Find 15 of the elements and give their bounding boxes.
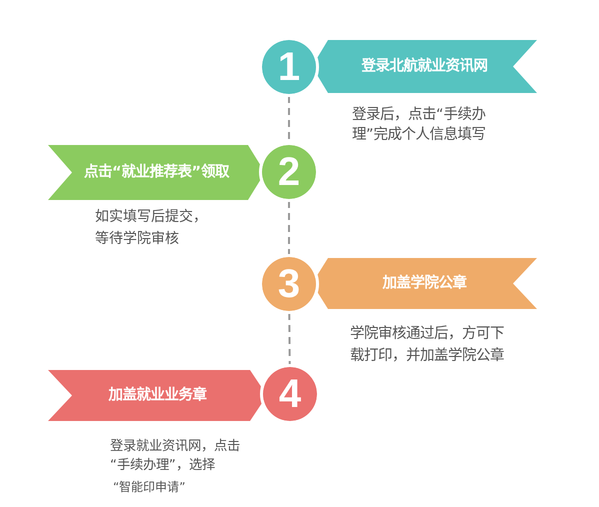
step-number-circle: 1 [259, 37, 319, 97]
banner-title: 登录北航就业资讯网 [362, 58, 488, 76]
step-description: 登录就业资讯网，点击“手续办理”，选择 [110, 438, 241, 475]
step-description: 学院审核通过后，方可下载打印，并加盖学院公章 [350, 324, 505, 366]
step-number-circle: 2 [259, 142, 319, 202]
dashed-connector [288, 313, 291, 365]
dashed-connector [288, 201, 290, 255]
banner-title: 加盖就业业务章 [108, 386, 206, 404]
step-description: “智能印申请” [113, 479, 186, 495]
step-number-circle: 4 [260, 364, 320, 424]
step-description: 登录后，点击“手续办理”完成个人信息填写 [352, 105, 487, 145]
banner-title: 点击“就业推荐表”领取 [84, 164, 230, 182]
banner-title: 加盖学院公章 [382, 274, 466, 292]
step-description: 如实填写后提交，等待学院审核 [95, 208, 208, 249]
step-number-circle: 3 [259, 254, 319, 314]
